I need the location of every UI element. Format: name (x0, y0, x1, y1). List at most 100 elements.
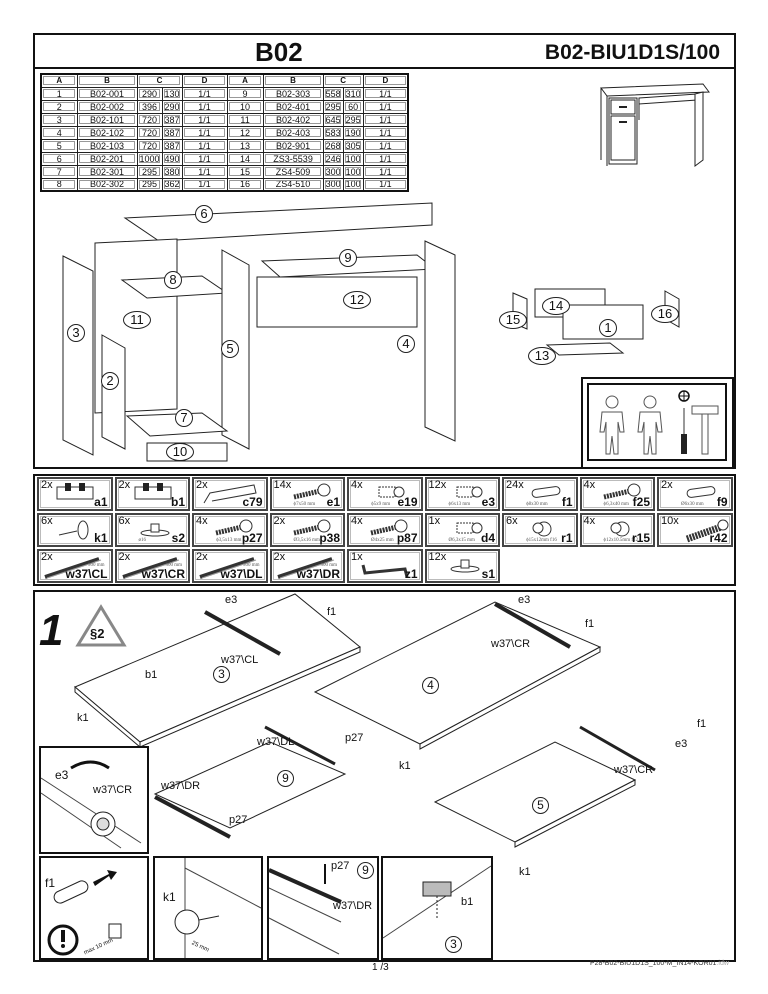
slide-w37-cl (204, 610, 281, 656)
label-e3: e3 (675, 738, 688, 750)
hardware-code: e3 (481, 495, 495, 509)
hardware-quantity: 6x (506, 515, 518, 527)
hardware-quantity: 24x (506, 479, 524, 491)
hardware-quantity: 10x (661, 515, 679, 527)
hardware-quantity: 4x (351, 479, 363, 491)
part-code: ZS4-509 (262, 164, 324, 179)
rotate-arrow-icon (70, 760, 110, 770)
hardware-quantity: 2x (196, 479, 208, 491)
panel-9-marker: 9 (357, 862, 374, 879)
col-header: A (226, 73, 264, 88)
part-qty: 1/1 (362, 138, 409, 153)
hardware-item-s1: 12x s1 (424, 549, 500, 583)
part-code: B02-403 (262, 125, 324, 140)
slide-w37-dr (154, 795, 231, 839)
panel-9-marker: 9 (277, 770, 294, 787)
hardware-code: k1 (94, 531, 108, 545)
hardware-code: s1 (481, 567, 495, 581)
panel-5-marker: 5 (532, 797, 549, 814)
panel-12 (256, 276, 418, 328)
part-length: 300 (322, 177, 344, 192)
cap-icon (140, 523, 169, 537)
part-length: 295 (136, 177, 163, 192)
label-f1: f1 (585, 618, 595, 630)
tools-box (581, 377, 734, 469)
hardware-quantity: 12x (428, 551, 447, 563)
hardware-size: ϕ8x30 mm (526, 502, 548, 507)
hardware-code: d4 (480, 531, 495, 545)
part-code: ZS4-510 (262, 177, 324, 192)
part-code: B02-901 (262, 138, 324, 153)
hardware-code: a1 (94, 495, 108, 509)
part-marker-8: 8 (164, 271, 182, 289)
part-marker-3: 3 (67, 324, 85, 342)
part-width: 490 (161, 151, 183, 166)
label-b1: b1 (145, 669, 158, 681)
panel-2 (101, 334, 126, 450)
part-number: 6 (40, 151, 78, 166)
dowel-icon (531, 486, 561, 498)
hardware-quantity: 2x (118, 479, 131, 491)
part-number: 15 (226, 164, 264, 179)
document-code: P28-B02-BIU1D1S_100-M_IN14-KOR01.idw (590, 960, 729, 967)
part-length: 583 (322, 125, 344, 140)
dowel-icon (686, 486, 716, 498)
hammer-icon (691, 405, 719, 455)
part-qty: 1/1 (181, 99, 228, 114)
part-marker-12: 12 (343, 291, 371, 309)
model-number: B02-BIU1D1S/100 (544, 41, 720, 64)
connector-icon (456, 522, 482, 534)
assembled-desk-illustration (600, 83, 710, 167)
hardware-size: 300 mm (242, 563, 260, 568)
page-number: 1 /3 (372, 962, 389, 973)
part-width: 387 (161, 112, 183, 127)
hardware-code: r15 (631, 531, 650, 545)
hinge-plate-detail-illustration (382, 865, 492, 939)
part-qty: 1/1 (362, 112, 409, 127)
part-length: 720 (136, 112, 163, 127)
hardware-code: f1 (561, 495, 573, 509)
hardware-quantity: 1x (428, 515, 441, 527)
hardware-code: s2 (171, 531, 185, 545)
drawer-slide-icon (199, 557, 257, 579)
warning-triangle-icon (75, 604, 127, 647)
part-marker-14: 14 (542, 297, 570, 315)
drawer-exploded-view (512, 288, 680, 356)
hardware-code: p27 (241, 531, 263, 545)
part-marker-10: 10 (166, 443, 194, 461)
label-f1: f1 (697, 718, 707, 730)
part-marker-11: 11 (123, 311, 151, 329)
part-marker-2: 2 (101, 372, 119, 390)
hinge-plate-icon (134, 483, 171, 500)
label-e3: e3 (518, 594, 531, 606)
panel-3-marker: 3 (213, 666, 230, 683)
cam-lock-icon (532, 521, 552, 537)
part-code: B02-002 (76, 99, 138, 114)
page-title: B02 (255, 37, 303, 67)
panel-3-marker: 3 (445, 936, 462, 953)
hardware-quantity: 2x (196, 551, 208, 563)
slide-w37-cr-b (579, 725, 656, 772)
hardware-quantity: 4x (196, 515, 208, 527)
panel-6 (123, 202, 433, 242)
panel-4 (424, 240, 456, 442)
inset-e3-detail: e3 w37\CR (39, 746, 149, 854)
hardware-code: p87 (396, 531, 418, 545)
col-header: B (76, 73, 138, 88)
bolt-icon (685, 519, 729, 543)
step-1-assembly-drawing (74, 593, 656, 848)
part-width: 130 (161, 86, 183, 101)
label-k1: k1 (399, 760, 411, 772)
hardware-size: ø16 (138, 538, 147, 543)
hardware-quantity: 6x (118, 515, 131, 527)
hardware-quantity: 4x (583, 479, 596, 491)
part-marker-9: 9 (339, 249, 357, 267)
